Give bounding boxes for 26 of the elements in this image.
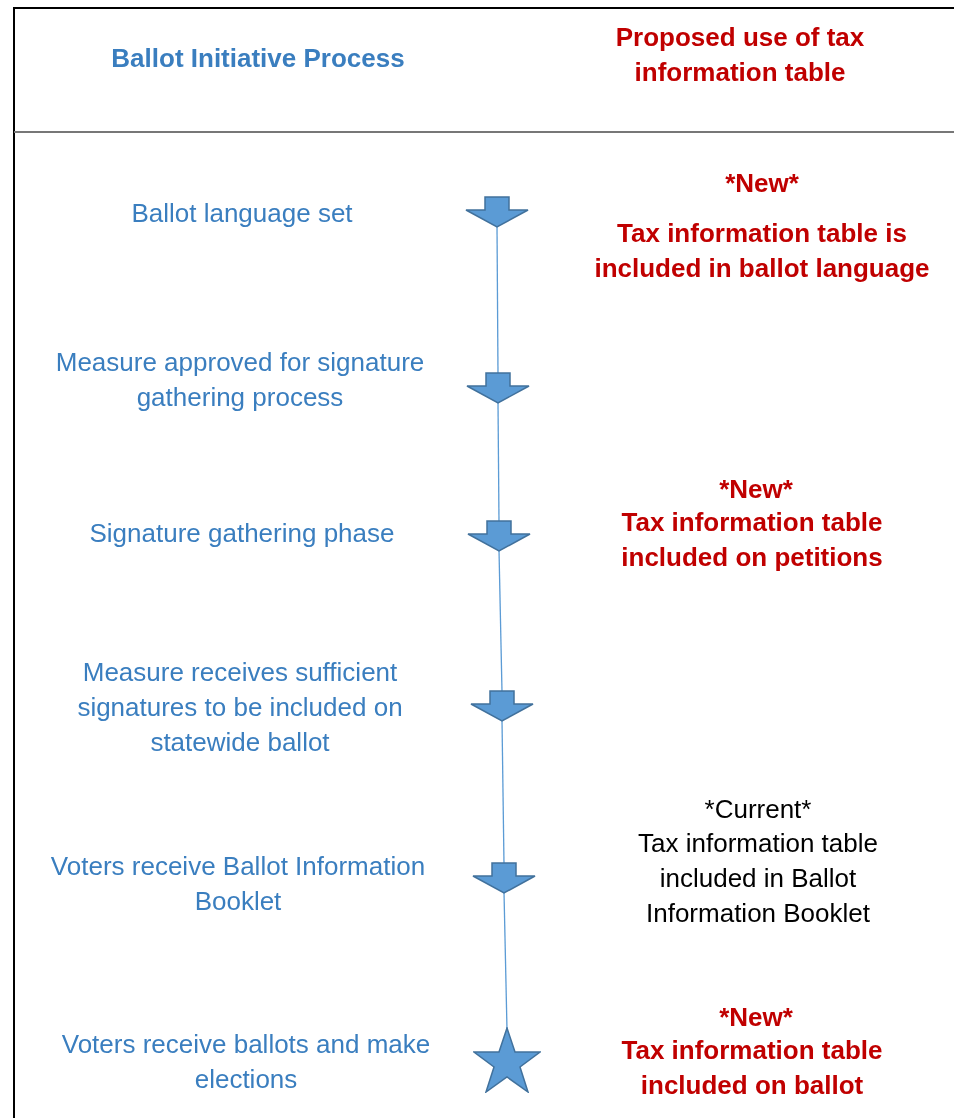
- connector-line: [501, 719, 505, 865]
- down-arrow-icon: [467, 520, 531, 552]
- down-arrow-icon: [466, 372, 530, 404]
- status-tag: *Current*: [588, 791, 928, 827]
- step-text: Signature gathering phase: [88, 516, 396, 550]
- note-text: Tax information table included on petitions: [620, 506, 884, 574]
- note-text: Tax information table is included in ballot language: [593, 217, 931, 285]
- connector-line: [497, 401, 500, 523]
- step-text: Voters receive Ballot Information Booklet: [49, 850, 427, 918]
- status-tag: *New*: [592, 165, 932, 201]
- connector-line: [496, 225, 499, 375]
- down-arrow-icon: [470, 690, 534, 722]
- step-text: Measure receives sufficient signatures to be included on statewide ballot: [76, 655, 404, 759]
- column-heading: Ballot Initiative Process: [110, 41, 406, 75]
- step-text: Voters receive ballots and make elections: [60, 1028, 432, 1096]
- down-arrow-icon: [465, 196, 529, 228]
- status-tag: *New*: [586, 471, 926, 507]
- note-text: Tax information table included on ballot: [620, 1034, 884, 1102]
- step-text: Measure approved for signature gathering process: [54, 346, 426, 414]
- column-heading: Proposed use of tax information table: [614, 21, 866, 89]
- status-tag: *New*: [586, 999, 926, 1035]
- star-icon: [473, 1027, 541, 1093]
- connector-line: [498, 549, 503, 693]
- step-text: Ballot language set: [130, 196, 354, 230]
- note-text: Tax information table included in Ballot Information Booklet: [637, 826, 879, 930]
- down-arrow-icon: [472, 862, 536, 894]
